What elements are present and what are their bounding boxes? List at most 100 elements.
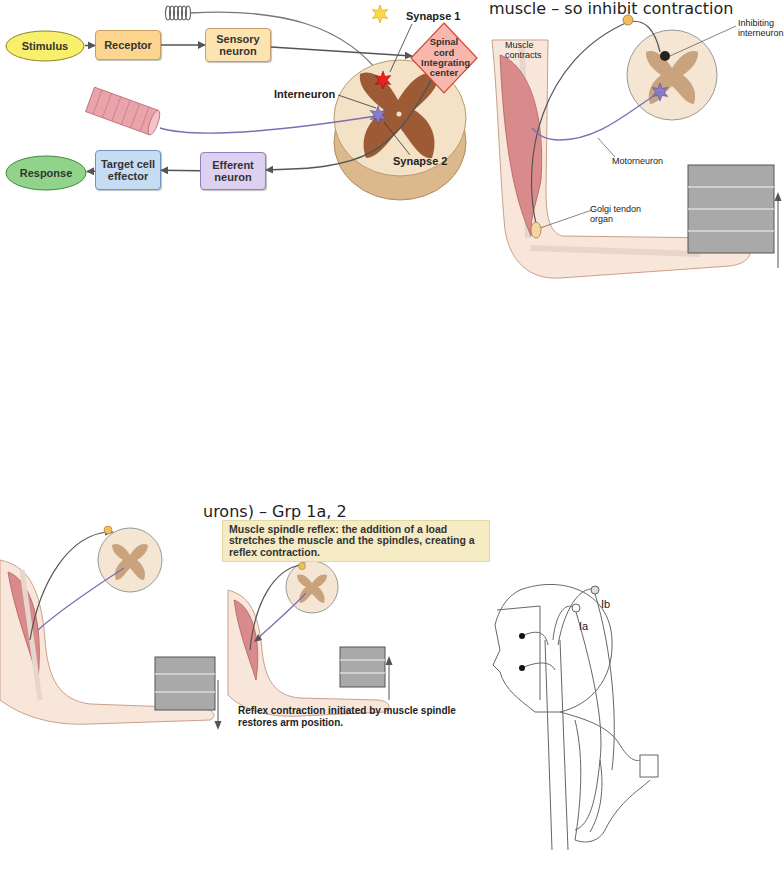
stimulus-ellipse: Stimulus (5, 30, 85, 62)
label-text: Reflex contraction initiated by muscle s… (238, 705, 463, 728)
nerve-path (595, 594, 614, 770)
ellipse-shape (6, 31, 84, 61)
leader-line (670, 26, 736, 56)
motion-arrow (218, 680, 219, 722)
weight-stripe (688, 186, 774, 188)
weight-stripe (688, 230, 774, 232)
decision-diamond: Spinal cord Integrating center (410, 22, 478, 94)
arrow-head (775, 192, 782, 201)
node-text: Receptor (104, 39, 152, 51)
neuron-dot (519, 665, 525, 671)
body-sketch (493, 584, 658, 850)
motion-arrow (778, 200, 779, 268)
ganglion (299, 563, 306, 570)
label-text: Muscle contracts (505, 40, 555, 61)
biceps-muscle (234, 600, 258, 680)
brain-outline (497, 606, 540, 700)
label-text: Golgi tendon organ (590, 204, 642, 225)
connector-arrow (85, 45, 95, 47)
muscle-fiber-end (146, 109, 162, 136)
sun-symbol (372, 5, 388, 23)
process-box: Efferent neuron (200, 152, 266, 190)
muscle-stripe (93, 90, 102, 114)
connector-arrow (161, 44, 205, 46)
leader-line (338, 95, 376, 108)
gray-matter (360, 72, 438, 158)
cup (640, 755, 658, 777)
leader-line (540, 210, 592, 228)
arm-outline (575, 720, 650, 842)
connector-arrow (266, 80, 431, 170)
node-text: Stimulus (22, 40, 68, 52)
connector-arrow (87, 170, 95, 172)
process-box: Target cell effector (95, 150, 161, 190)
neuron-dot (519, 633, 525, 639)
process-box: Sensory neuron (205, 28, 271, 62)
process-box: Receptor (95, 30, 161, 60)
arm-outline (590, 760, 602, 832)
weight-stripe (340, 659, 385, 661)
weight-block (155, 657, 215, 710)
coil-symbol (166, 6, 191, 20)
sensory-fiber (531, 21, 660, 228)
diamond-shape (411, 23, 477, 93)
response-ellipse: Response (5, 155, 87, 191)
motor-fiber (38, 568, 124, 630)
nerve-path (553, 606, 576, 640)
sensory-fiber (190, 12, 383, 78)
motion-arrow (389, 664, 390, 700)
biceps-muscle (500, 55, 542, 236)
label-text: Ia (579, 620, 588, 633)
note-heading: Muscle spindle reflex: (229, 523, 339, 535)
ellipse-shape (6, 156, 86, 190)
weight-block (688, 165, 774, 253)
weight-stripe (340, 672, 385, 674)
muscle-stripe (131, 104, 140, 128)
muscle-fiber (86, 87, 163, 136)
sensory-fiber (250, 565, 300, 650)
muscle-stripe (103, 93, 112, 117)
weight-stripe (688, 208, 774, 210)
muscle-stripe (140, 107, 149, 131)
arrow-head (386, 656, 393, 665)
arm-outline (0, 560, 214, 724)
gray-matter (112, 544, 148, 580)
receptor-circle (572, 604, 580, 612)
muscle-fiber-body (86, 87, 159, 135)
nerve-path (522, 663, 555, 670)
node-text: Efferent neuron (203, 159, 263, 183)
label-text: urons) – Grp 1a, 2 (203, 503, 347, 521)
central-canal (397, 112, 402, 117)
leader-line (384, 122, 410, 155)
label-text: muscle – so inhibit contraction (489, 0, 734, 18)
receptor-circle (591, 586, 599, 594)
muscle-stripe (112, 97, 121, 121)
spinal-column (545, 640, 552, 850)
label-text: Interneuron (274, 88, 335, 101)
node-text: Sensory neuron (208, 33, 268, 57)
note-box: Muscle spindle reflex:the addition of a … (222, 520, 490, 562)
weight-stripe (155, 691, 215, 693)
node-text: Response (20, 167, 73, 179)
spinal-cord (627, 30, 717, 120)
leader-line (598, 138, 615, 157)
node-text: Spinal cord Integrating center (421, 37, 467, 79)
label-text: Motorneuron (612, 156, 663, 166)
arm-bone (530, 248, 700, 254)
shoulder-outline (560, 712, 640, 761)
weight-stripe (155, 673, 215, 675)
motor-fiber (256, 593, 306, 640)
label-text: Ib (601, 598, 610, 611)
golgi-tendon-organ (531, 222, 541, 238)
gray-matter (297, 574, 327, 603)
nerve-path (558, 589, 595, 645)
leader-line (390, 24, 412, 72)
label-text: Inhibiting interneuron (738, 18, 784, 39)
motor-fiber (532, 92, 660, 140)
label-text: Synapse 2 (393, 155, 447, 168)
connector-arrow (271, 47, 412, 56)
motor-fiber (160, 116, 376, 133)
coil-turn (186, 6, 191, 20)
